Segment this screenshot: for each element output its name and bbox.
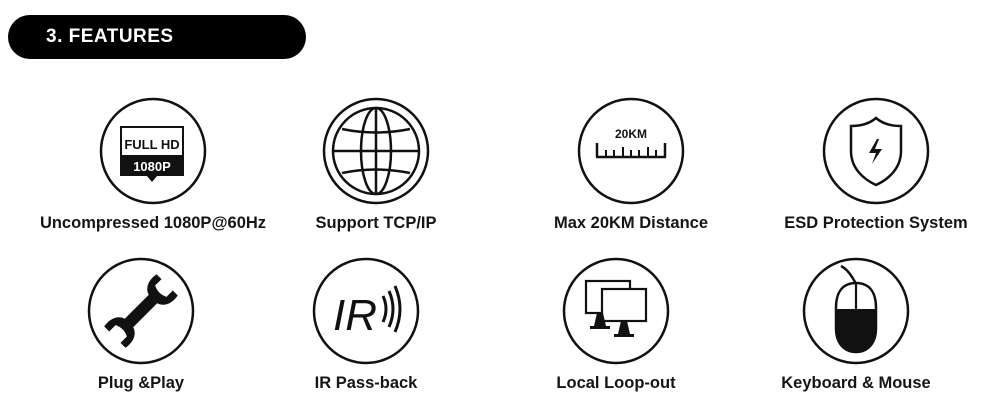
feature-label: Max 20KM Distance	[553, 214, 709, 232]
feature-tcp-ip: Support TCP/IP	[256, 96, 496, 233]
shield-lightning-icon	[822, 97, 930, 205]
svg-text:1080P: 1080P	[133, 159, 171, 174]
mouse-icon	[802, 257, 910, 365]
svg-text:IR: IR	[333, 291, 377, 340]
feature-keyboard-mouse: Keyboard & Mouse	[736, 256, 976, 393]
dual-monitor-icon	[562, 257, 670, 365]
feature-ir-passback: IR IR Pass-back	[246, 256, 486, 393]
globe-icon	[322, 97, 430, 205]
feature-label: Uncompressed 1080P@60Hz	[39, 214, 267, 232]
section-title: 3. FEATURES	[46, 26, 174, 47]
feature-esd-protection: ESD Protection System	[756, 96, 984, 233]
feature-label: Local Loop-out	[556, 374, 676, 392]
ir-signal-icon: IR	[312, 257, 420, 365]
svg-text:20KM: 20KM	[615, 127, 647, 141]
feature-label: Support TCP/IP	[315, 214, 437, 232]
feature-label: ESD Protection System	[784, 214, 968, 232]
feature-label: Plug &Play	[97, 374, 185, 392]
feature-label: IR Pass-back	[314, 374, 418, 392]
full-hd-1080p-icon: FULL HD 1080P	[99, 97, 207, 205]
feature-plug-play: Plug &Play	[21, 256, 261, 393]
ruler-distance-icon: 20KM	[577, 97, 685, 205]
svg-text:FULL HD: FULL HD	[124, 137, 179, 152]
feature-local-loopout: Local Loop-out	[496, 256, 736, 393]
feature-label: Keyboard & Mouse	[781, 374, 931, 392]
feature-uncompressed-1080p: FULL HD 1080P Uncompressed 1080P@60Hz	[33, 96, 273, 233]
section-header: 3. FEATURES	[8, 15, 306, 59]
feature-max-distance: 20KM Max 20KM Distance	[511, 96, 751, 233]
wrench-icon	[87, 257, 195, 365]
